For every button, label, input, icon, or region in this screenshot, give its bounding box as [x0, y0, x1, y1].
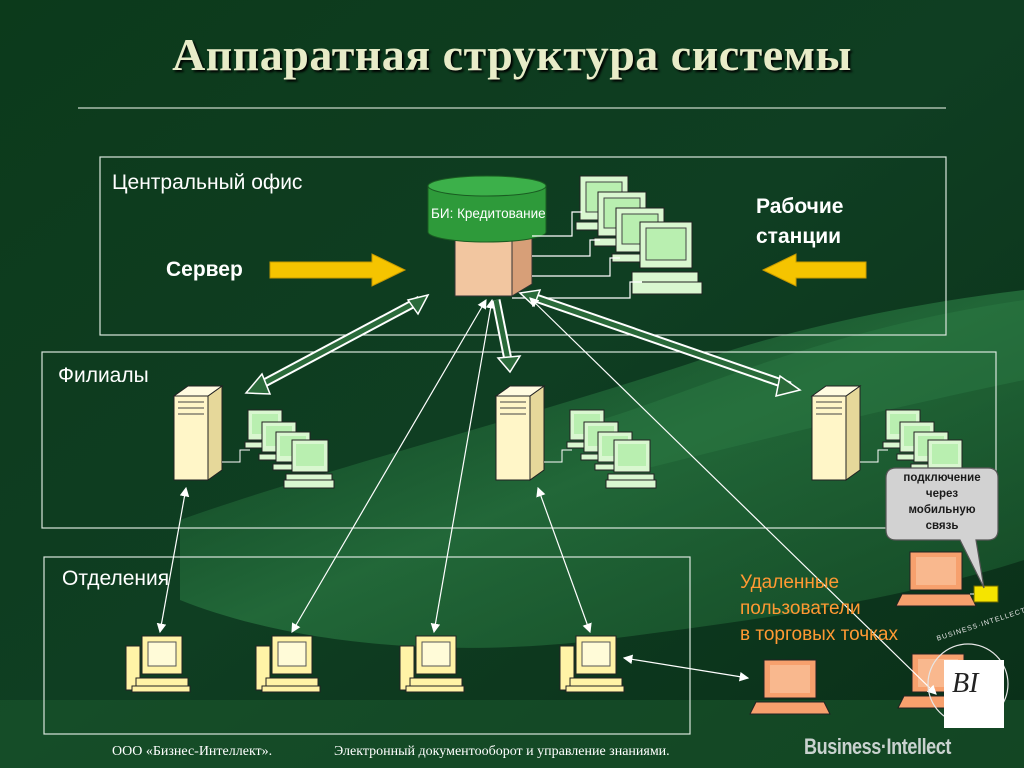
server-to-branch-2-arrow: [491, 299, 522, 374]
dept-4-to-remote-link: [622, 654, 750, 682]
central-workstations-icon: [512, 175, 703, 299]
central-office-label: Центральный офис: [112, 171, 303, 194]
workstations-pointer-arrow: [761, 253, 867, 287]
department-terminal-1-icon: [125, 635, 191, 693]
department-terminal-2-icon: [255, 635, 321, 693]
mobile-callout-line3: мобильную: [908, 504, 976, 516]
mobile-callout-line4: связь: [925, 520, 959, 532]
company-logo: [927, 643, 1009, 728]
branch-2-to-dept-4-link: [536, 486, 592, 634]
workstations-label: Рабочие станции: [756, 192, 876, 252]
remote-users-line1: Удаленные: [740, 572, 840, 593]
mobile-callout-text: подключение через мобильную связь: [890, 470, 994, 534]
mobile-callout-bubble: [885, 467, 999, 589]
server-to-remote-link: [529, 297, 937, 695]
departments-label: Отделения: [62, 567, 170, 590]
branches-frame: [41, 351, 997, 529]
server-pointer-arrow: [269, 253, 407, 287]
logo-mark: BI: [952, 668, 979, 699]
branch-2-server-icon: [494, 385, 546, 481]
workstations-label-line2: станции: [756, 225, 842, 248]
database-label: БИ: Кредитование: [431, 206, 546, 221]
branches-label: Филиалы: [58, 364, 149, 387]
slide-title: Аппаратная структура системы: [172, 29, 852, 80]
branch-1-server-icon: [172, 385, 224, 481]
mobile-callout-line2: через: [925, 488, 959, 500]
footer-subtitle: Электронный документооборот и управление…: [334, 744, 670, 759]
central-office-frame: [99, 156, 947, 336]
server-to-dept-3-link: [430, 298, 496, 634]
branch-1-to-dept-1-link: [156, 486, 190, 634]
footer-company: ООО «Бизнес-Интеллект».: [112, 744, 273, 759]
database-icon: [427, 175, 547, 243]
workstations-label-line1: Рабочие: [756, 195, 844, 218]
server-label: Сервер: [166, 258, 243, 281]
remote-users-label: Удаленные пользователи в торговых точках: [740, 570, 940, 648]
remote-users-line2: пользователи: [740, 598, 861, 619]
remote-users-line3: в торговых точках: [740, 624, 898, 645]
department-terminal-3-icon: [399, 635, 465, 693]
brand-wordmark: Business·Intellect: [804, 734, 952, 759]
mobile-callout-line1: подключение: [903, 472, 981, 484]
mobile-modem-icon: [973, 585, 999, 603]
branch-3-server-icon: [810, 385, 862, 481]
